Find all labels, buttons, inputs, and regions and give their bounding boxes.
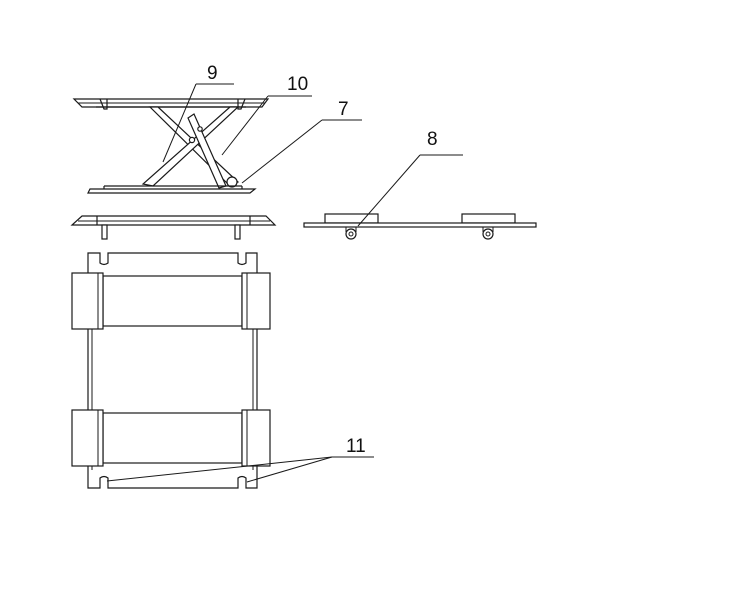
hydraulic-cylinder (187, 113, 227, 189)
scissor-arms (141, 106, 240, 189)
label-11: 11 (346, 436, 366, 457)
base-front-view (70, 215, 277, 240)
label-7: 7 (338, 99, 349, 120)
foot-right (234, 224, 241, 240)
label-8: 8 (427, 129, 438, 150)
roller-lower-right-cap (241, 409, 271, 467)
base-plate (87, 188, 257, 194)
scissor-lift-side-view (72, 83, 362, 194)
pad-right (461, 213, 516, 224)
wheel-left (345, 228, 357, 240)
rail-bar (303, 222, 537, 228)
pad-left (324, 213, 379, 224)
roller-upper (71, 272, 271, 330)
plan-view (71, 252, 374, 489)
wheel-rail-view (303, 154, 537, 240)
roller-wheel (226, 176, 238, 188)
wheel-right (482, 228, 494, 240)
label-10: 10 (287, 74, 308, 95)
roller-upper-right-cap (241, 272, 271, 330)
leader-7 (241, 119, 323, 184)
leader-10 (221, 95, 269, 156)
leader-8 (357, 154, 421, 227)
leader-11b (246, 456, 333, 483)
center-pivot (188, 136, 196, 144)
roller-lower (71, 409, 271, 467)
leader-11a (106, 456, 333, 482)
leader-9 (162, 83, 197, 163)
frame-outline (87, 252, 258, 489)
foot-left (101, 224, 108, 240)
label-9: 9 (207, 63, 218, 84)
